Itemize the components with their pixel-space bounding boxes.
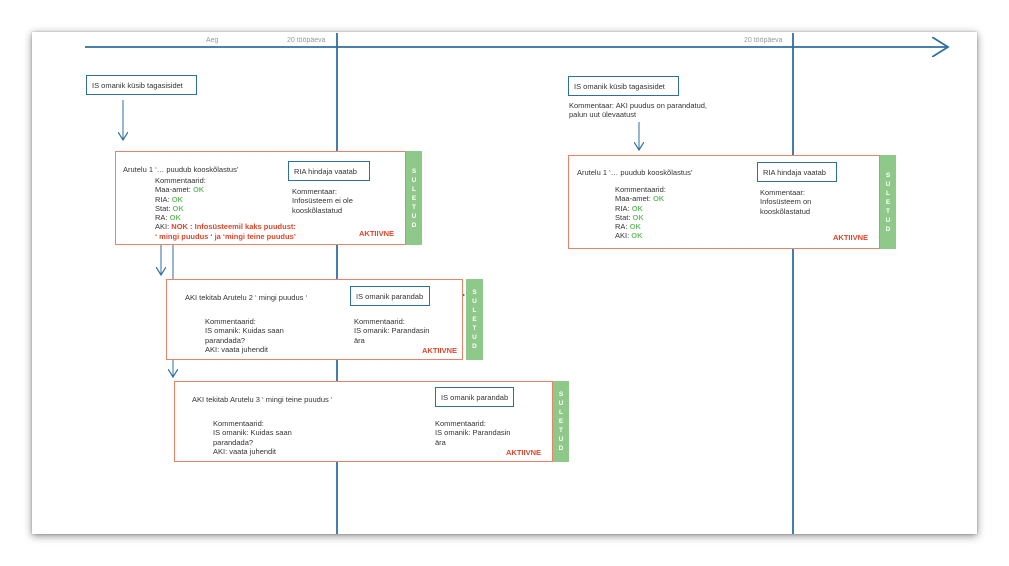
- suletud-letter: D: [885, 225, 891, 233]
- status-badge-arutelu1-left: AKTIIVNE: [359, 229, 395, 238]
- arutelu1-title-right: Arutelu 1 ‘… puudub kooskõlastus’: [577, 168, 693, 177]
- action-comment-ria-right: Kommentaar: Infosüsteem on kooskõlastatu…: [760, 188, 812, 216]
- suletud-letter: T: [886, 207, 890, 215]
- suletud-letter: L: [559, 409, 563, 416]
- suletud-letter: T: [412, 203, 416, 211]
- suletud-letter: T: [559, 427, 563, 434]
- suletud-letter: T: [472, 325, 477, 332]
- suletud-letter: U: [885, 216, 891, 224]
- arutelu2-comments: Kommentaarid: IS omanik: Kuidas saan par…: [205, 317, 284, 354]
- suletud-letter: E: [558, 418, 564, 425]
- arutelu3-comments: Kommentaarid: IS omanik: Kuidas saan par…: [213, 419, 292, 456]
- suletud-letter: S: [885, 171, 891, 179]
- suletud-letter: E: [472, 316, 477, 323]
- suletud-letter: U: [411, 212, 417, 220]
- arutelu1-title-left: Arutelu 1 ‘… puudub kooskõlastus’: [123, 165, 239, 174]
- request-comment-right: Kommentaar: AKI puudus on parandatud, pa…: [569, 101, 708, 120]
- suletud-letter: U: [558, 400, 564, 407]
- action-ria-right: RIA hindaja vaatab: [757, 162, 837, 182]
- status-badge-arutelu3: AKTIIVNE: [506, 448, 542, 457]
- arutelu3-title: AKI tekitab Arutelu 3 ‘ mingi teine puud…: [192, 395, 333, 404]
- action-is-parandab-2: IS omanik parandab: [350, 286, 430, 306]
- status-badge-arutelu2: AKTIIVNE: [422, 346, 458, 355]
- action-ria-left: RIA hindaja vaatab: [288, 161, 370, 181]
- suletud-letter: L: [472, 307, 477, 314]
- action-comment-2: Kommentaarid: IS omanik: Parandasin ära: [354, 317, 430, 345]
- arutelu2-title: AKI tekitab Arutelu 2 ‘ mingi puudus ‘: [185, 293, 308, 302]
- suletud-letter: D: [411, 221, 417, 229]
- action-comment-ria-left: Kommentaar: Infosüsteem ei ole kooskõlas…: [292, 187, 353, 215]
- suletud-letter: U: [885, 180, 891, 188]
- request-box-right: IS omanik küsib tagasisidet: [568, 76, 679, 96]
- suletud-letter: U: [558, 436, 564, 443]
- axis-time-label: Aeg: [206, 37, 219, 44]
- action-comment-3: Kommentaarid: IS omanik: Parandasin ära: [435, 419, 511, 447]
- suletud-letter: E: [885, 198, 891, 206]
- suletud-letter: S: [558, 391, 564, 398]
- suletud-letter: D: [558, 445, 564, 452]
- suletud-letter: D: [472, 343, 477, 350]
- suletud-letter: S: [472, 289, 477, 296]
- arutelu1-comments-left: Kommentaarid: Maa-amet: OK RIA: OK Stat:…: [155, 176, 296, 241]
- suletud-letter: L: [412, 185, 416, 193]
- arutelu1-comments-right: Kommentaarid: Maa-amet: OK RIA: OK Stat:…: [615, 185, 666, 241]
- suletud-letter: U: [411, 176, 417, 184]
- suletud-letter: S: [411, 167, 417, 175]
- suletud-letter: L: [886, 189, 890, 197]
- suletud-letter: E: [411, 194, 417, 202]
- suletud-letter: U: [472, 334, 477, 341]
- deadline-label-1: 20 tööpäeva: [287, 37, 326, 44]
- suletud-letter: U: [472, 298, 477, 305]
- action-is-parandab-3: IS omanik parandab: [435, 387, 514, 407]
- deadline-label-2: 20 tööpäeva: [744, 37, 783, 44]
- status-badge-arutelu1-right: AKTIIVNE: [833, 233, 869, 242]
- request-box-left: IS omanik küsib tagasisidet: [86, 75, 197, 95]
